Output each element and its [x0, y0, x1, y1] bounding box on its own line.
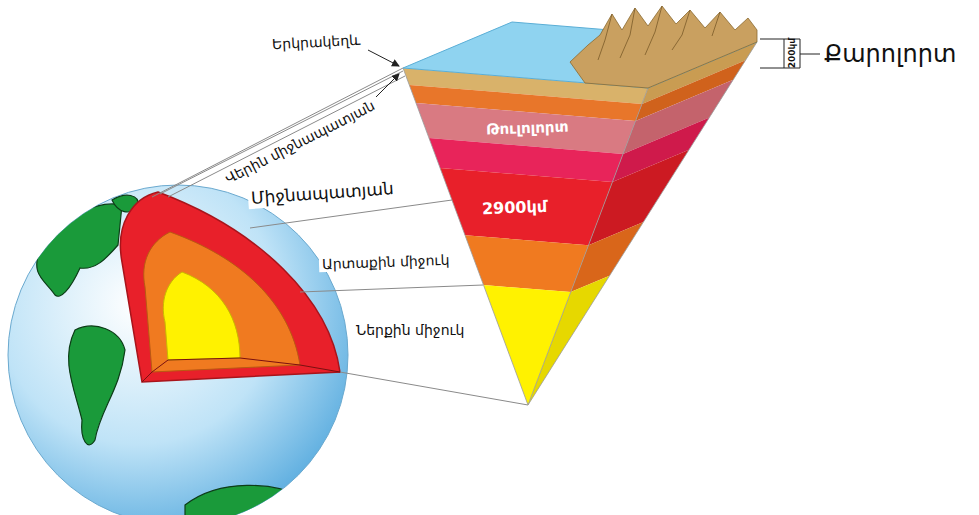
layer-label: Արտաքին միջուկ — [318, 252, 452, 273]
layer-label: Քարոլորտ — [824, 41, 956, 69]
dimension-label: 200կմ — [787, 38, 797, 68]
dimension-label: 2900կմ — [481, 198, 547, 219]
wedge-left-face — [403, 68, 648, 405]
pointer-arrows — [368, 50, 399, 97]
wedge-edges — [403, 42, 757, 405]
globe — [8, 185, 348, 515]
layer-label: Ներքին միջուկ — [353, 322, 467, 338]
layer-label: Վերին միջնապատյան — [220, 96, 380, 188]
layer-label: Միջնապատյան — [247, 179, 397, 209]
layer-label: Երկրակեղև — [268, 32, 363, 53]
layer-label: Թուլոլորտ — [485, 118, 568, 138]
wedge-top-face — [403, 6, 757, 88]
